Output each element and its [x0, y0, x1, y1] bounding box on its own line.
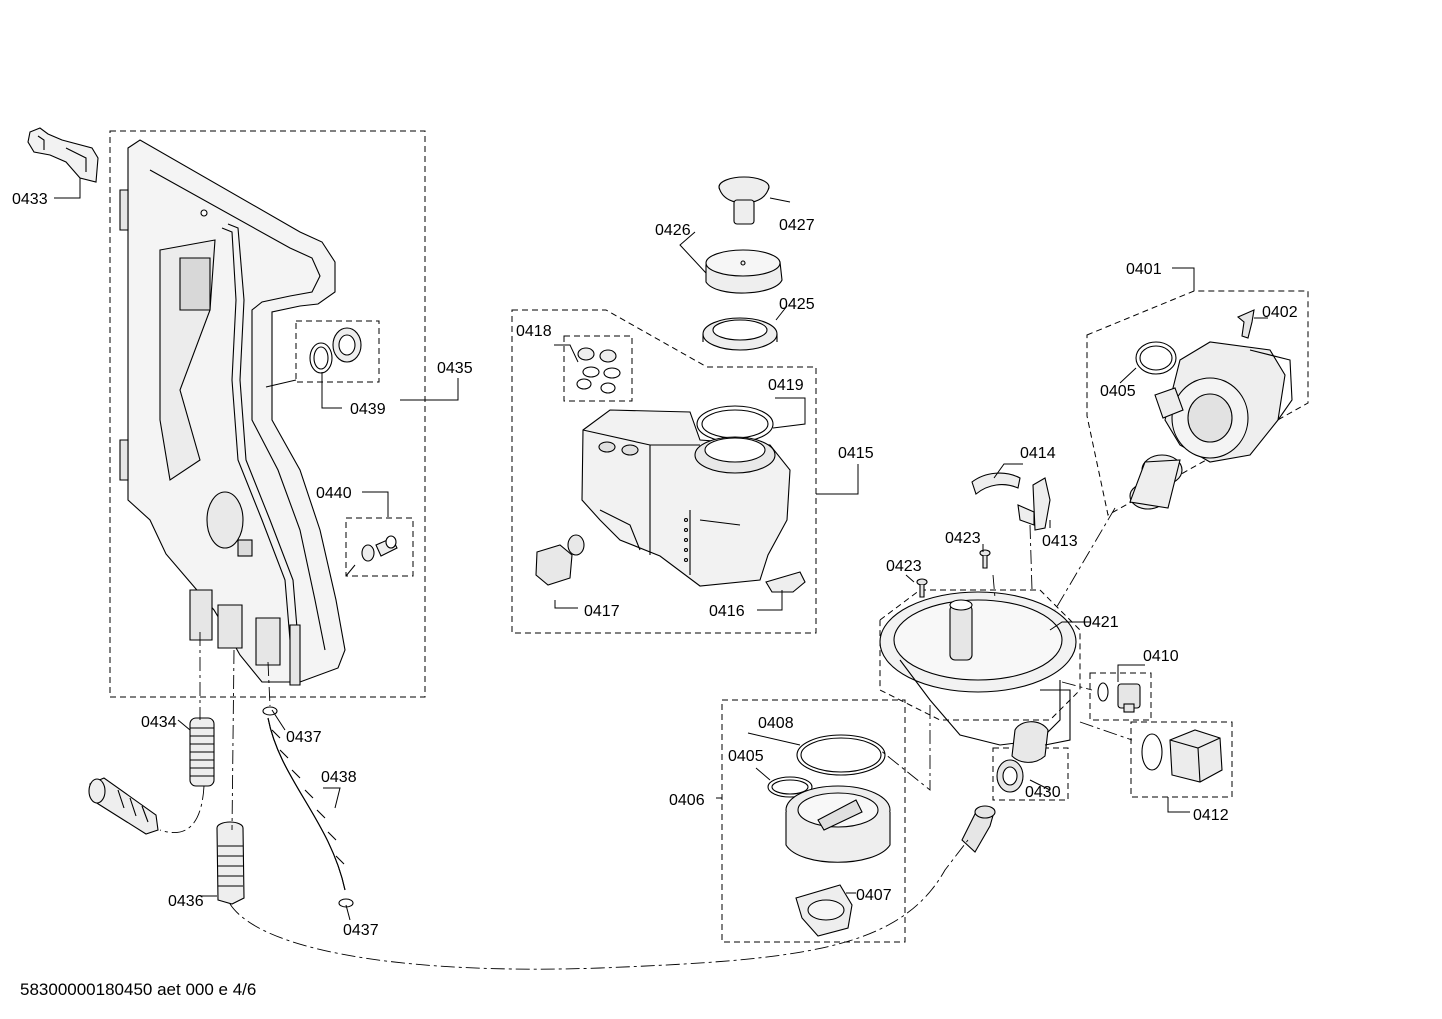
label-0407: 0407: [856, 887, 892, 904]
label-0410: 0410: [1143, 648, 1179, 665]
seal-set-0418: [576, 347, 621, 394]
sensor-0410: [1117, 683, 1141, 713]
sump-housing-0421: [879, 591, 1077, 763]
group-box-0421: [879, 589, 1081, 721]
lid-0426: [705, 249, 783, 294]
label-0440: 0440: [316, 485, 352, 502]
bracket-0414: [971, 472, 1021, 495]
label-0406: 0406: [669, 792, 705, 809]
label-0437-top: 0437: [286, 729, 322, 746]
seal-0410: [1097, 682, 1109, 702]
fitting-0430: [996, 759, 1024, 793]
label-0437-bottom: 0437: [343, 922, 379, 939]
group-box-0440: [345, 517, 414, 577]
group-box-0406: [721, 699, 906, 943]
water-pocket-panel-0435: [119, 139, 346, 686]
label-0405-bottom: 0405: [728, 748, 764, 765]
label-0438: 0438: [321, 769, 357, 786]
label-0423-top: 0423: [945, 530, 981, 547]
motor-0407: [795, 884, 853, 937]
corrugated-hose-0434: [189, 717, 215, 787]
nut-ring-0425: [702, 317, 778, 351]
group-box-0418: [563, 335, 633, 402]
group-box-0415: [511, 309, 817, 634]
label-0436: 0436: [168, 893, 204, 910]
clamp-0405-bottom: [767, 776, 813, 798]
clip-0402: [1236, 309, 1255, 339]
label-0408: 0408: [758, 715, 794, 732]
connector-hose-0401: [1129, 454, 1183, 510]
label-0401: 0401: [1126, 261, 1162, 278]
label-0417: 0417: [584, 603, 620, 620]
clip-part-0433: [27, 127, 99, 183]
pump-housing-0406: [785, 785, 891, 863]
group-box-0412: [1130, 721, 1233, 798]
label-0434: 0434: [141, 714, 177, 731]
filter-cap-0439: [332, 327, 362, 363]
document-id-footer: 58300000180450 aet 000 e 4/6: [20, 980, 257, 999]
group-box-0439: [295, 320, 380, 383]
label-0427: 0427: [779, 217, 815, 234]
drain-hose-0436: [216, 821, 245, 905]
label-0425: 0425: [779, 296, 815, 313]
connection-paths: [159, 507, 1133, 970]
group-box-0430: [992, 747, 1069, 801]
valve-0440: [361, 535, 398, 562]
label-0439: 0439: [350, 401, 386, 418]
leader-lines: [54, 178, 1268, 921]
label-0415: 0415: [838, 445, 874, 462]
screw-0423-b: [916, 578, 928, 598]
label-0413: 0413: [1042, 533, 1078, 550]
screw-0423-a: [979, 549, 991, 569]
label-0416: 0416: [709, 603, 745, 620]
holder-0413: [1017, 477, 1051, 531]
sensor-0417: [535, 534, 585, 586]
label-0433: 0433: [12, 191, 48, 208]
group-box-0410: [1089, 672, 1152, 721]
hose-0438: [267, 717, 346, 891]
label-0430: 0430: [1025, 784, 1061, 801]
label-0405-top: 0405: [1100, 383, 1136, 400]
label-0402: 0402: [1262, 304, 1298, 321]
label-0412: 0412: [1193, 807, 1229, 824]
funnel-cap-0427: [718, 176, 770, 225]
label-0435: 0435: [437, 360, 473, 377]
heat-pump-0401: [1154, 341, 1293, 463]
label-0419: 0419: [768, 377, 804, 394]
callout-labels: 0433 0435 0439 0440 0434 0437 0438 0436 …: [12, 191, 1298, 939]
o-ring-0412: [1141, 733, 1163, 771]
label-0426: 0426: [655, 222, 691, 239]
hose-clamp-0437-top: [262, 706, 278, 716]
salt-container-unit-0415: [581, 409, 791, 587]
seal-ring-0439: [309, 342, 333, 374]
label-0414: 0414: [1020, 445, 1056, 462]
clamp-0405-top: [1135, 341, 1177, 375]
drain-pump-0412: [1169, 729, 1223, 783]
hose-clamp-0437-bottom: [338, 898, 354, 908]
label-0418: 0418: [516, 323, 552, 340]
label-0421: 0421: [1083, 614, 1119, 631]
seal-ring-0408: [796, 734, 886, 776]
hose-connector: [961, 805, 996, 853]
clip-0416: [765, 571, 806, 593]
inlet-connector: [88, 777, 159, 835]
label-0423-left: 0423: [886, 558, 922, 575]
